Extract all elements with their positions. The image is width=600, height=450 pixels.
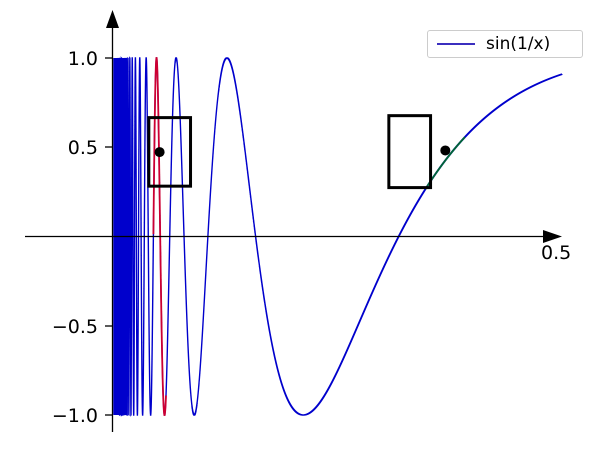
x-axis-arrow-icon bbox=[543, 230, 562, 243]
legend-label-sin: sin(1/x) bbox=[486, 34, 551, 54]
legend-line-swatch bbox=[437, 43, 475, 45]
y-axis-arrow-icon bbox=[106, 10, 119, 28]
zoom-box-1 bbox=[147, 116, 193, 188]
sin-curve bbox=[113, 56, 563, 417]
y-tick-label-1: 1.0 bbox=[67, 48, 98, 70]
red-highlight-curve bbox=[152, 57, 167, 416]
y-axis-ticks bbox=[105, 57, 112, 416]
zoom-box-2 bbox=[387, 114, 433, 190]
axes bbox=[25, 10, 562, 432]
y-tick-label-neg0.5: −0.5 bbox=[51, 316, 98, 338]
point-2 bbox=[440, 145, 451, 156]
zoom-rectangles bbox=[147, 114, 433, 190]
y-tick-label-neg1: −1.0 bbox=[51, 405, 98, 427]
x-tick-label-0.5: 0.5 bbox=[541, 242, 572, 264]
marker-points bbox=[154, 145, 451, 158]
y-tick-label-0.5: 0.5 bbox=[67, 137, 98, 159]
point-1 bbox=[154, 147, 165, 158]
legend: sin(1/x) bbox=[427, 30, 583, 58]
